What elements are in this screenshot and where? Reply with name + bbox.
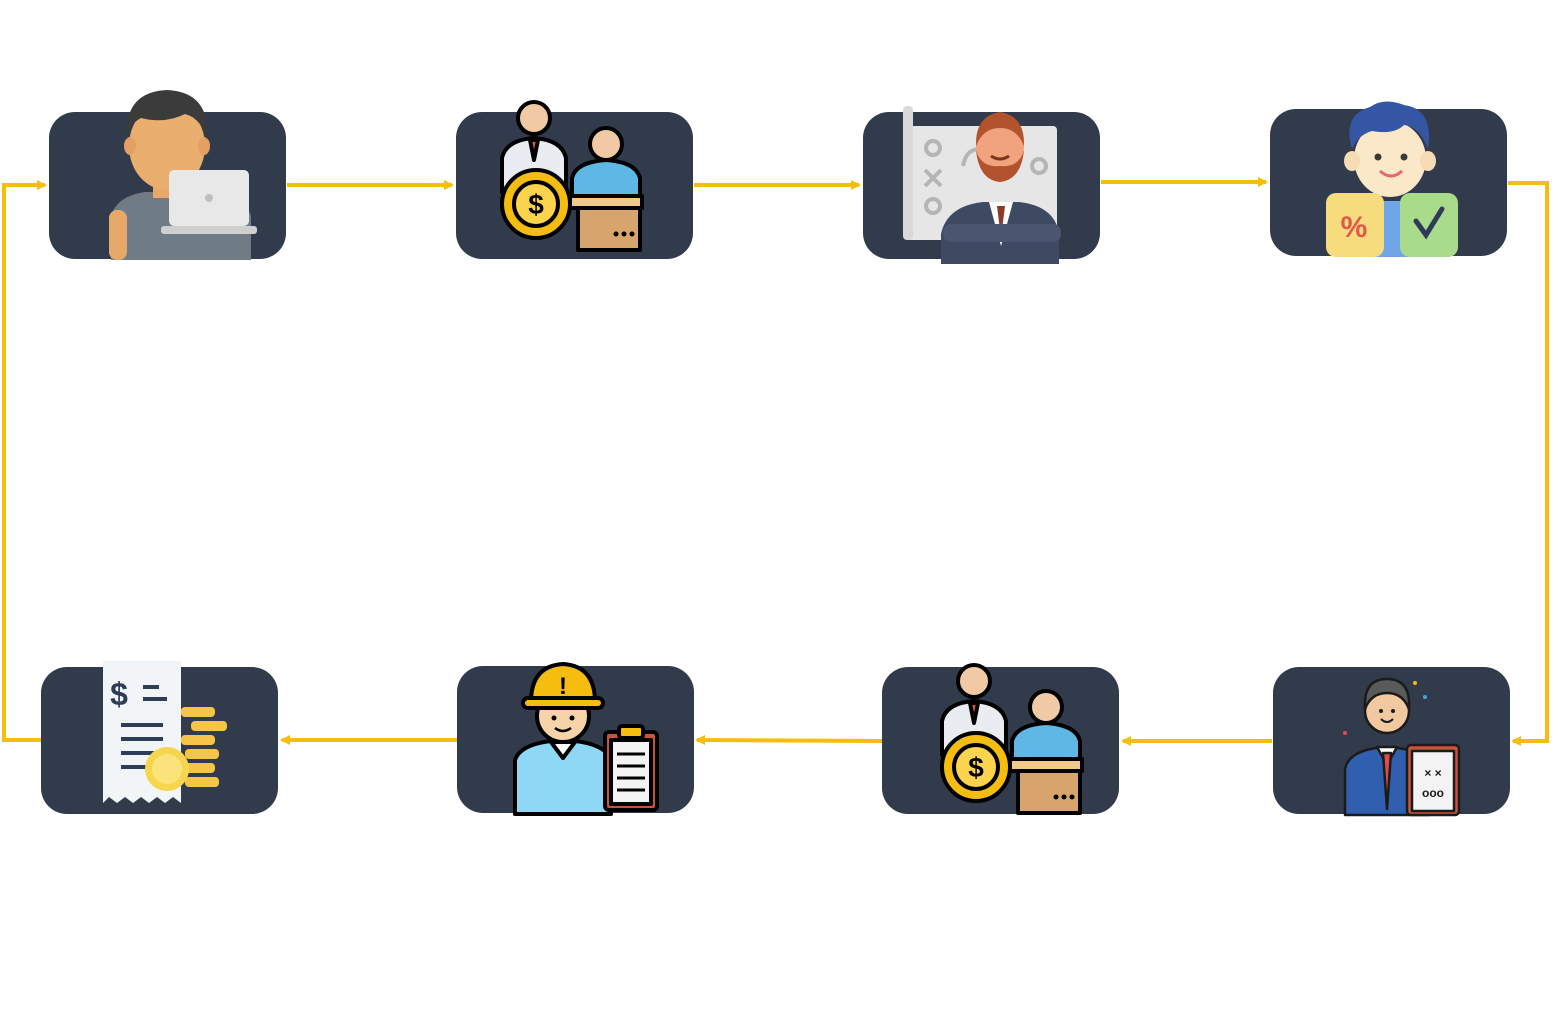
invoice-coins-icon: $ [103, 661, 227, 803]
connector-n8-n1 [2, 180, 47, 742]
business-plan-icon: × × ooo [1343, 677, 1461, 817]
svg-text:$: $ [528, 189, 544, 220]
process-node-5: × × ooo [1273, 667, 1510, 817]
process-node-1 [49, 90, 286, 260]
customer-offer-icon: % [1326, 101, 1458, 257]
svg-text:%: % [1341, 211, 1368, 244]
person-laptop-icon [109, 90, 257, 260]
process-node-2: $ [456, 100, 693, 259]
process-node-3 [863, 106, 1100, 264]
svg-text:$: $ [110, 676, 128, 712]
svg-text:ooo: ooo [1422, 786, 1444, 800]
process-node-6: $ [882, 663, 1119, 815]
process-node-8: $ [41, 661, 278, 814]
finance-meeting-icon: $ [500, 100, 644, 252]
process-node-7: ! [457, 662, 694, 816]
svg-text:× ×: × × [1424, 766, 1441, 780]
engineer-checklist-icon: ! [513, 662, 659, 816]
svg-text:!: ! [559, 673, 567, 700]
finance-meeting-icon: $ [940, 663, 1084, 815]
process-node-4: % [1270, 101, 1507, 257]
connector-n4-n5 [1508, 181, 1549, 746]
strategy-manager-icon [903, 106, 1061, 264]
svg-text:$: $ [968, 752, 984, 783]
connector-n6-n7 [695, 735, 883, 746]
